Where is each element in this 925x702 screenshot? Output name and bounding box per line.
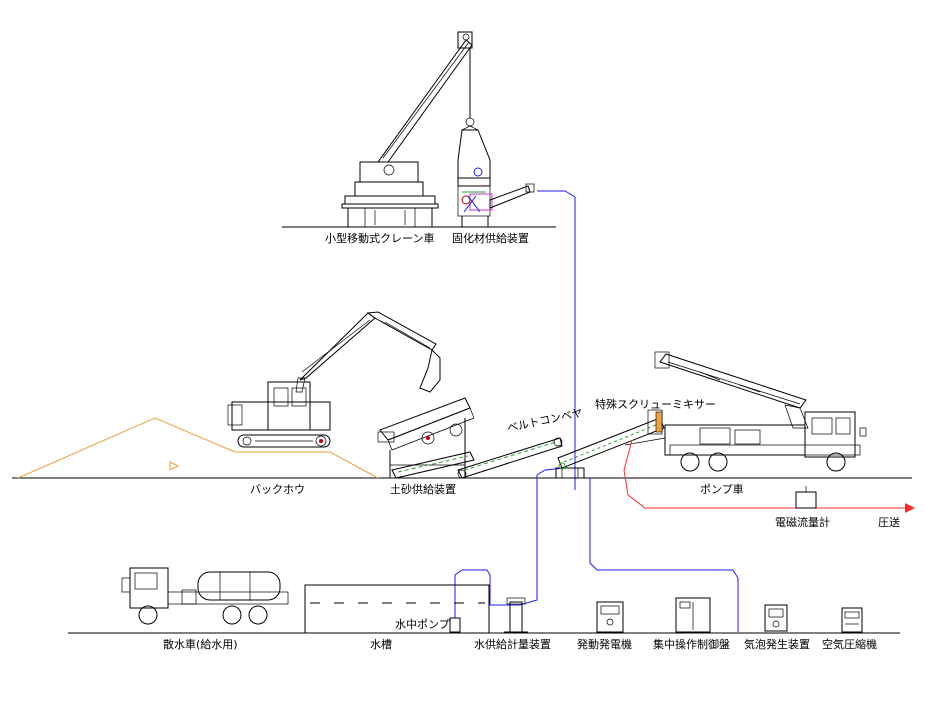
label-solidifier-supply: 固化材供給装置 [452,231,529,245]
water-tank [304,584,490,634]
label-foam-generator: 気泡発生装置 [744,637,810,651]
label-flowmeter: 電磁流量計 [775,515,830,529]
label-air-compressor: 空気圧縮機 [822,637,877,651]
belt-conveyor [457,437,563,479]
foam-generator [764,604,788,632]
electromagnetic-flowmeter [795,486,817,509]
label-belt-conveyor: ベルトコンベヤ [506,406,584,435]
blue-pipe-top [537,190,576,490]
soil-supply-device [377,397,475,479]
label-submersible-pump: 水中ポンプ [395,618,450,631]
control-panel [675,597,711,633]
water-truck [121,567,289,625]
label-backhoe: バックホウ [250,483,305,496]
solidifier-supply-device [457,125,535,227]
label-water-metering: 水供給計量装置 [474,637,551,651]
label-water-tank: 水槽 [370,638,392,651]
label-pressure-feed: 圧送 [878,515,900,529]
pressure-feed-arrow [905,503,915,513]
generator [596,601,624,633]
pump-truck [624,351,867,472]
submersible-pump-icon [449,617,461,633]
blue-pipe-water [454,467,566,628]
crane-truck [341,31,475,228]
backhoe [227,311,441,448]
soil-pile [17,417,379,479]
label-screw-mixer: 特殊スクリューミキサー [595,397,716,411]
label-generator: 発動発電機 [577,637,632,651]
blue-pipe-lower [589,478,739,632]
water-metering-device [504,597,528,633]
label-pump-truck: ポンプ車 [700,482,744,496]
label-control-panel: 集中操作制御盤 [653,637,730,651]
air-compressor [841,607,863,633]
pressure-feed-line [623,439,905,509]
soil-pile-marker [169,461,180,471]
label-crane: 小型移動式クレーン車 [325,231,434,245]
label-soil-supply: 土砂供給装置 [390,482,456,496]
special-screw-mixer [555,409,665,479]
label-water-truck: 散水車(給水用) [163,637,238,651]
